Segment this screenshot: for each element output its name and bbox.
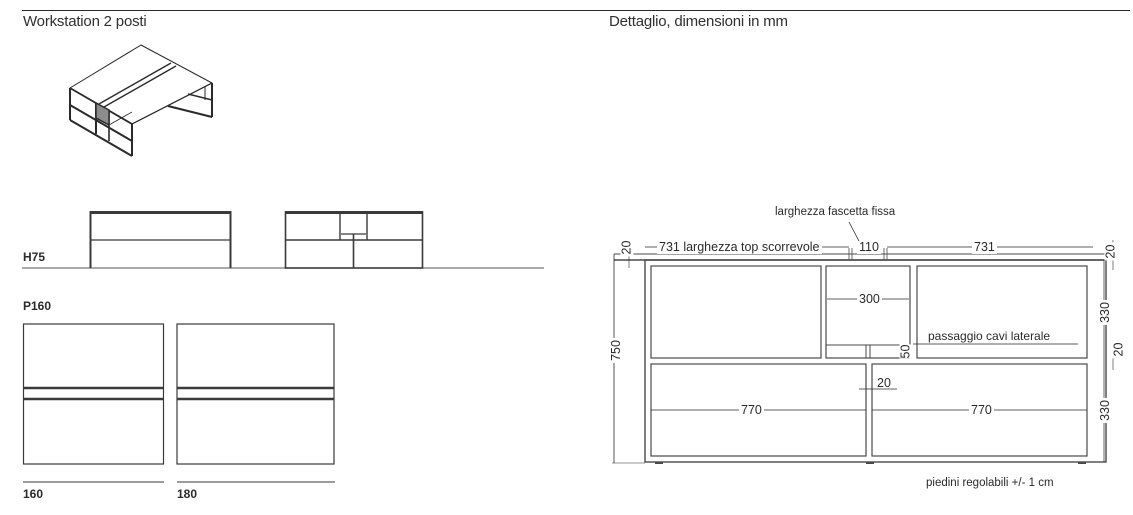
fixed-strip-label: larghezza fascetta fissa [775,206,896,218]
inner-width-dim: 300 [857,292,882,306]
elevation-front-view [284,211,424,269]
height-label: H75 [23,250,46,264]
depth-label: P160 [23,299,52,313]
top-thickness-left-dim: 20 [619,238,634,257]
lower-right-width-dim: 770 [969,403,994,417]
lower-height-dim: 330 [1097,398,1112,423]
lower-left-width-dim: 770 [739,403,764,417]
top-rule [22,10,1130,11]
section-title-detail: Dettaglio, dimensioni in mm [609,13,788,30]
top-thickness-right-dim: 20 [1103,242,1118,261]
total-height-dim: 750 [608,338,623,363]
feet-note: piedini regolabili +/- 1 cm [926,477,1054,489]
upper-height-dim: 330 [1097,300,1112,325]
right-top-dim: 731 [972,240,997,254]
section-title-workstation: Workstation 2 posti [23,13,147,30]
detail-drawing [612,221,1114,464]
plan-view-160 [22,323,165,483]
sliding-top-dim: 731 larghezza top scorrevole [657,240,822,254]
cable-pass-height-dim: 50 [898,344,913,359]
plan-width-160: 160 [23,487,44,501]
plan-view-180 [176,323,335,483]
plan-width-180: 180 [177,487,198,501]
isometric-desk-drawing [69,44,213,157]
mid-gap-dim: 20 [877,376,891,390]
shelf-thickness-dim: 20 [1111,340,1126,359]
cable-pass-label: passaggio cavi laterale [928,329,1051,343]
elevation-side-view [22,211,544,269]
strip-width-dim: 110 [857,240,881,254]
